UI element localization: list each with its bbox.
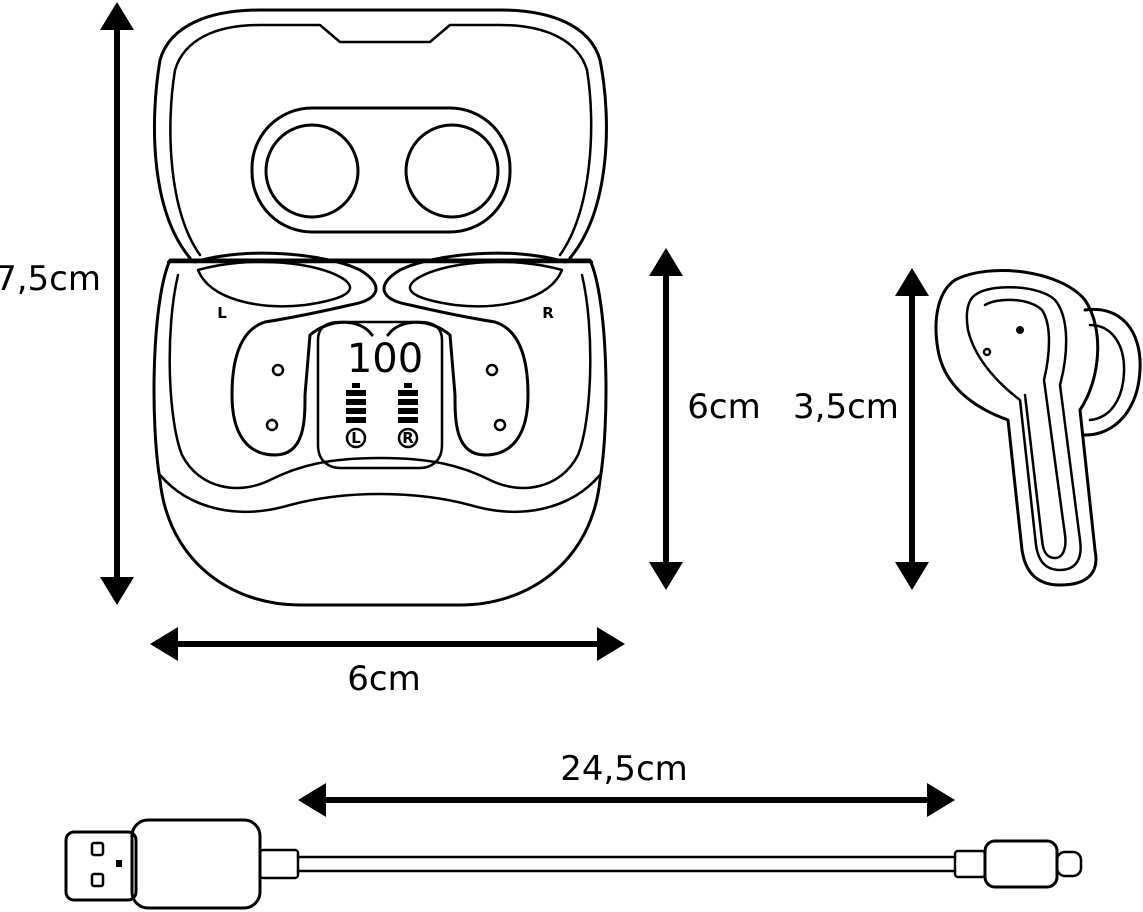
right-battery-icon <box>398 383 418 423</box>
left-indicator-letter: L <box>351 429 361 447</box>
case-height-arrow <box>100 2 134 605</box>
case-right-label: R <box>542 304 554 322</box>
case-width-arrow <box>150 627 625 661</box>
case-width-label: 6cm <box>347 659 420 699</box>
left-battery-icon <box>346 383 366 423</box>
case-base-height-arrow <box>649 248 683 590</box>
charging-case: L R 100 L R <box>152 8 608 607</box>
case-base-height-label: 6cm <box>687 387 760 427</box>
cable-length-arrow <box>298 783 955 817</box>
cable-length-label: 24,5cm <box>560 749 688 789</box>
case-height-label: 7,5cm <box>0 259 101 299</box>
earbud <box>934 269 1142 587</box>
earbud-height-arrow <box>895 268 929 590</box>
right-indicator-letter: R <box>402 429 414 447</box>
usb-cable <box>64 818 1083 910</box>
case-left-label: L <box>217 304 227 322</box>
battery-percentage-display: 100 <box>347 336 423 382</box>
earbud-height-label: 3,5cm <box>793 387 899 427</box>
